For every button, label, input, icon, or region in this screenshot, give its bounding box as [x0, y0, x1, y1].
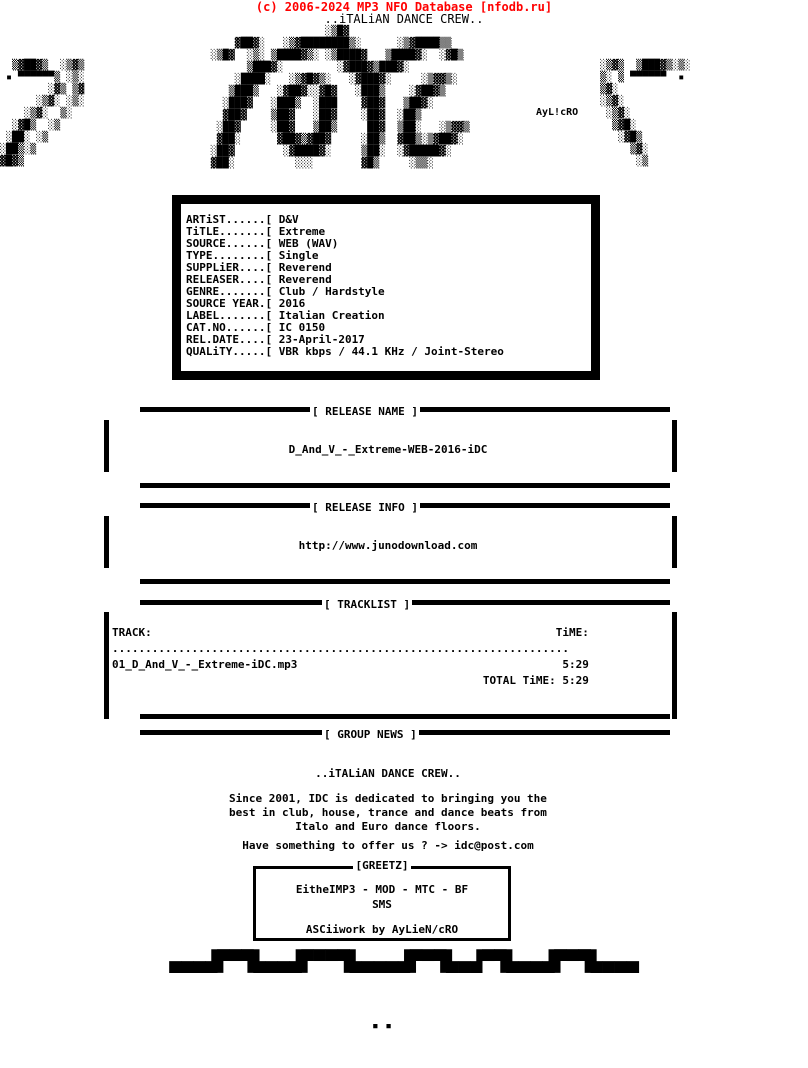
tracklist-header-row: TRACK: TiME: [112, 626, 589, 639]
ascii-art-row: ▓██▓░ ░▒▓████████▒░ ░▒▓████▒▒ [0, 38, 530, 49]
ascii-art-row: ▪ ▀▀▀▀▀▀▒ ░▒░ [0, 72, 85, 83]
tracklist-right-rule [672, 612, 677, 719]
ascii-art-row: ░▓█▒ ░▒ [0, 120, 61, 131]
greetz-credit: ASCiiwork by AyLieN/cRO [305, 923, 459, 936]
release-info-title: [ RELEASE INFO ] [310, 501, 420, 514]
metadata-row: SOURCE YEAR.[ 2016 [186, 297, 306, 310]
ascii-art-row: ▒░ ▒ ▀▀▀▀▀▀ ▪ [600, 72, 685, 83]
ascii-art-row: ░▒█▓ [0, 26, 530, 37]
greetz-lines: EitheIMP3 - MOD - MTC - BF SMS [253, 882, 511, 912]
tracklist-bottom-rule [140, 714, 670, 719]
release-info-left-rule [104, 516, 109, 568]
tracklist-left-rule [104, 612, 109, 719]
metadata-row: ARTiST......[ D&V [186, 213, 299, 226]
ascii-art-row: ░███▓ ░███▒ ░███ ▓██▓ ▒██▓░ [0, 98, 530, 109]
left-flourish-art: ▒▓██▓▒ ░▒▓▒ ▪ ▀▀▀▀▀▀▒ ░▒░ ░▓▒ ▒▓ ░▒▓░ ░▒… [0, 60, 200, 168]
ascii-art-row: ▒▓██▓▒ ░▒▓▒ [0, 60, 85, 71]
page-header: (c) 2006-2024 MP3 NFO Database [nfodb.ru… [0, 0, 808, 25]
greetz-line: SMS [372, 898, 392, 911]
ascii-art-row: ░██░ ░▒ [0, 132, 49, 143]
ascii-art-row: ░▒▓░ [600, 96, 625, 107]
ascii-logo-art: ░▒█▓ ▓██▓░ ░▒▓████████▒░ ░▒▓████▒▒ ░▒█▓ … [0, 26, 808, 170]
ascii-art-row: ░████░ ░▒▓█▓▒░ ░▓███▓░ ░▒▓▓▒░ [0, 74, 530, 85]
group-news-line: best in club, house, trance and dance be… [229, 806, 547, 819]
metadata-row: QUALiTY.....[ VBR kbps / 44.1 KHz / Join… [186, 345, 504, 358]
group-tagline-top: ..iTALiAN DANCE CREW.. [324, 12, 484, 26]
metadata-row: TYPE........[ Single [186, 249, 319, 262]
right-flourish-art: ░▒▓▒ ▒███▓▒░▒░▒░ ▒ ▀▀▀▀▀▀ ▪▒▓░░▒▓░ ░▒▓░ … [600, 60, 808, 168]
greetz-line: EitheIMP3 - MOD - MTC - BF [295, 883, 469, 896]
ascii-art-row: ░██▓ ░██▓ ▒██▒ ██▓ ▒██░ ░▒▓▓▒ [0, 122, 530, 133]
greetz-title-label: [GREETZ] [352, 859, 412, 872]
metadata-row: REL.DATE....[ 23-April-2017 [186, 333, 365, 346]
metadata-row: SUPPLiER....[ Reverend [186, 261, 332, 274]
release-info-right-rule [672, 516, 677, 568]
bottom-border-art: ▄▄▄▟▛▀▜▙▄▄▟▛▀▀▜▙▄▄▄▟▛▀▜▙▄▟▀▜▙▄▄▟▛▀▜▙▄▄▄ [0, 949, 808, 973]
release-name-bottom-rule [140, 483, 670, 488]
metadata-box [172, 195, 600, 380]
ascii-art-row: ▒▓░ [600, 84, 619, 95]
tracklist-table: TRACK: TiME:............................… [112, 625, 664, 689]
group-news-contact[interactable]: Have something to offer us ? -> idc@post… [242, 839, 534, 852]
ascii-art-row: ▓██░ ▓██▓▒▓██▓ ░██▒ ▓██▒░▒▓██▓░ [0, 134, 530, 145]
nfodb-copyright: (c) 2006-2024 MP3 NFO Database [nfodb.ru… [255, 0, 553, 14]
release-name-left-rule [104, 420, 109, 472]
ascii-art-row: ▓██▓ ▒██▓ ░██▓ ░██▓ ░██▒ [0, 110, 530, 121]
release-name-title: [ RELEASE NAME ] [310, 405, 420, 418]
ascii-signature: AyL!cRO [536, 107, 579, 118]
ascii-art-row: ░▒▓░ ▒░ [0, 108, 73, 119]
greetz-title: [GREETZ] [253, 859, 511, 872]
release-name-value: D_And_V_-_Extreme-WEB-2016-iDC [288, 443, 488, 456]
ascii-art-row: ▒███▒ ░▓██▓░░▓█▓ ░███▒ ░▓██▓▒ [0, 86, 530, 97]
tracklist-title: [ TRACKLIST ] [322, 598, 413, 611]
release-info-url[interactable]: http://www.junodownload.com [298, 539, 478, 552]
metadata-row: LABEL.......[ Italian Creation [186, 309, 385, 322]
metadata-row: TiTLE.......[ Extreme [186, 225, 326, 238]
ascii-art-row: ▒▓░ [600, 144, 649, 155]
release-info-bottom-rule [140, 579, 670, 584]
metadata-row: GENRE.......[ Club / Hardstyle [186, 285, 385, 298]
greetz-box [253, 866, 511, 941]
group-news-title: [ GROUP NEWS ] [322, 728, 419, 741]
group-news-line: Italo and Euro dance floors. [295, 820, 481, 833]
group-news-line: Since 2001, IDC is dedicated to bringing… [229, 792, 547, 805]
tracklist-total-row: TOTAL TiME: 5:29 [112, 674, 589, 687]
metadata-row: RELEASER....[ Reverend [186, 273, 332, 286]
group-news-body: Since 2001, IDC is dedicated to bringing… [104, 792, 672, 834]
group-news-heading: ..iTALiAN DANCE CREW.. [315, 767, 461, 780]
tracklist-row: 01_D_And_V_-_Extreme-iDC.mp3 5:29 [112, 658, 589, 671]
ascii-art-row: ░▓▒ ▒▓ [0, 84, 85, 95]
ascii-art-row: ░▒█▓ ░▒░ ▒████▓▒░ ░▒████▓ ▒████▓░ ░▓█▒ [0, 50, 530, 61]
metadata-row: SOURCE......[ WEB (WAV) [186, 237, 339, 250]
ascii-art-row: ░██▒░▒ [0, 144, 37, 155]
ascii-art-row: ░▒ [600, 156, 649, 167]
ascii-art-row: ▒███▓░ ░▓███▓▒███▓░ [0, 62, 530, 73]
release-name-right-rule [672, 420, 677, 472]
ascii-art-row: ░▒▓▒ ▒███▓▒░▒░ [600, 60, 691, 71]
tracklist-separator: ........................................… [112, 642, 569, 655]
ascii-art-row: ░▒▓░ ░▒░ [0, 96, 85, 107]
bottom-border-row: ▄▄▄▟▛▀▜▙▄▄▟▛▀▀▜▙▄▄▄▟▛▀▜▙▄▟▀▜▙▄▄▟▛▀▜▙▄▄▄ [169, 949, 639, 973]
ascii-art-row: ░▒▓░ [600, 108, 631, 119]
metadata-box-inner [181, 204, 591, 371]
ascii-art-row: ▓██░ ░░░ ▓█▒ ░▒▒░ [0, 158, 530, 169]
ascii-art-row: ░▓█▒ [600, 132, 643, 143]
bottom-dots-art: ▪ ▪ [372, 1019, 392, 1032]
ascii-art-row: ░██▓ ░▓████▓░ ▒██░ ░▓█████▓░ [0, 146, 530, 157]
ascii-art-row: ▒▓█░ [600, 120, 637, 131]
ascii-art-row: ▓█▓▒ [0, 156, 25, 167]
metadata-row: CAT.NO......[ IC 0150 [186, 321, 326, 334]
